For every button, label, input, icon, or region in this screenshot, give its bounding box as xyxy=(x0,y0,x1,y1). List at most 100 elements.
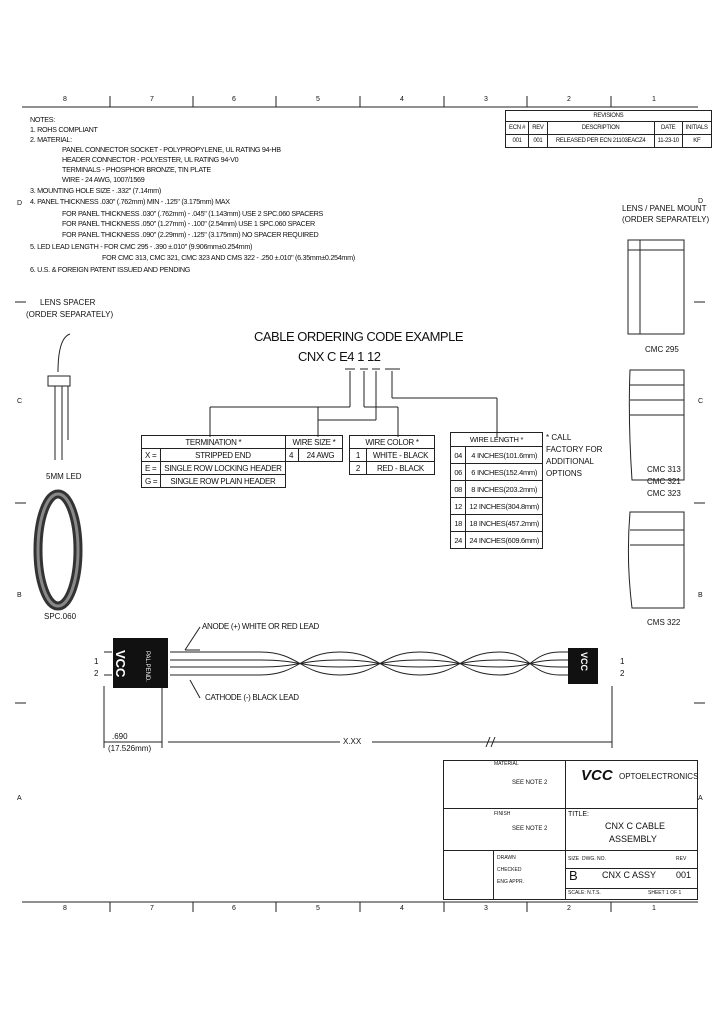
size-label: SIZE xyxy=(568,856,580,862)
termination-desc: SINGLE ROW PLAIN HEADER xyxy=(160,474,286,488)
wire-length-desc: 12 INCHES(304.8mm) xyxy=(465,497,543,515)
approved-label: ENG APPR. xyxy=(497,879,524,885)
zone-top-4: 4 xyxy=(400,96,404,103)
rev-col-rev: REV xyxy=(528,121,548,135)
ordering-title: CABLE ORDERING CODE EXAMPLE xyxy=(254,329,464,344)
pin-2-right: 2 xyxy=(620,669,625,678)
zone-left-a: A xyxy=(17,795,22,802)
rev-col-initials: INITIALS xyxy=(681,121,712,135)
note-line: FOR PANEL THICKNESS .050" (1.27mm) - .10… xyxy=(62,219,315,228)
drawing-title-2: ASSEMBLY xyxy=(609,834,657,844)
rev-value: 001 xyxy=(676,870,692,880)
rev-col-desc: DESCRIPTION xyxy=(546,121,655,135)
wire-length-desc: 8 INCHES(203.2mm) xyxy=(465,480,543,498)
dim-value: .690 xyxy=(112,732,128,741)
zone-bottom-4: 4 xyxy=(400,905,404,912)
finish-label: FINISH xyxy=(494,811,511,817)
zone-bottom-1: 1 xyxy=(652,905,656,912)
zone-top-8: 8 xyxy=(63,96,67,103)
wire-length-code: 18 xyxy=(449,514,467,532)
led-label: 5MM LED xyxy=(46,472,82,481)
call-note-1: * CALL xyxy=(546,433,572,442)
revisions-table: REVISIONS ECN # REV DESCRIPTION DATE INI… xyxy=(504,110,712,148)
company-name: OPTOELECTRONICS xyxy=(619,772,699,781)
lens-spacer-title: LENS SPACER xyxy=(40,298,96,307)
finish-note: SEE NOTE 2 xyxy=(512,826,548,832)
label-cmc-295: CMC 295 xyxy=(645,345,679,354)
code-wire-color: 1 xyxy=(357,349,364,364)
call-note-2: FACTORY FOR xyxy=(546,445,603,454)
rev-col-ecn: ECN # xyxy=(504,121,530,135)
code-termination: E xyxy=(339,349,348,364)
zone-bottom-6: 6 xyxy=(232,905,236,912)
wire-length-desc: 6 INCHES(152.4mm) xyxy=(465,463,543,481)
drawn-label: DRAWN xyxy=(497,855,516,861)
note-line: 1. ROHS COMPLIANT xyxy=(30,125,98,134)
code-wire-length: 12 xyxy=(366,349,381,364)
ordering-code: CNX C E4 1 12 xyxy=(298,349,381,364)
wire-size-header: WIRE SIZE * xyxy=(285,435,343,449)
call-note-4: OPTIONS xyxy=(546,469,583,478)
wire-color-header: WIRE COLOR * xyxy=(349,435,435,449)
lens-spacer-subtitle: (ORDER SEPARATELY) xyxy=(26,310,114,319)
rev-cell: RELEASED PER ECN 21103EACZ4 xyxy=(546,134,655,148)
title-block xyxy=(443,760,698,900)
code-wire-size: 4 xyxy=(347,349,354,364)
label-cmc-323: CMC 323 xyxy=(647,489,681,498)
zone-right-c: C xyxy=(698,398,704,405)
drawing-title-1: CNX C CABLE xyxy=(605,821,666,831)
cathode-label: CATHODE (-) BLACK LEAD xyxy=(205,693,299,702)
zone-left-c: C xyxy=(17,398,23,405)
connector-logo-right: VCC xyxy=(579,652,589,672)
label-cms-322: CMS 322 xyxy=(647,618,681,627)
zone-top-7: 7 xyxy=(150,96,154,103)
note-line: 4. PANEL THICKNESS .030" (.762mm) MIN - … xyxy=(30,197,230,206)
termination-desc: STRIPPED END xyxy=(160,448,286,462)
wire-color-desc: WHITE - BLACK xyxy=(366,448,435,462)
rev-label: REV xyxy=(676,856,687,862)
note-line: HEADER CONNECTOR - POLYESTER, UL RATING … xyxy=(62,155,239,164)
zone-bottom-5: 5 xyxy=(316,905,320,912)
call-note-3: ADDITIONAL xyxy=(546,457,595,466)
zone-bottom-8: 8 xyxy=(63,905,67,912)
pin-1-right: 1 xyxy=(620,657,625,666)
checked-label: CHECKED xyxy=(497,867,522,873)
termination-code: E = xyxy=(140,461,162,475)
termination-desc: SINGLE ROW LOCKING HEADER xyxy=(160,461,286,475)
zone-top-2: 2 xyxy=(567,96,571,103)
wire-length-code: 12 xyxy=(449,497,467,515)
wire-length-desc: 24 INCHES(609.6mm) xyxy=(465,531,543,549)
note-line: 6. U.S. & FOREIGN PATENT ISSUED AND PEND… xyxy=(30,265,191,274)
wire-color-desc: RED - BLACK xyxy=(366,461,435,475)
zone-bottom-7: 7 xyxy=(150,905,154,912)
rev-cell: 001 xyxy=(504,134,530,148)
zone-top-6: 6 xyxy=(232,96,236,103)
zone-top-3: 3 xyxy=(484,96,488,103)
connector-patent-mark: PAL.PEND. xyxy=(144,651,150,682)
wire-size-desc: 24 AWG xyxy=(298,448,343,462)
wire-color-code: 1 xyxy=(349,448,367,462)
material-label: MATERIAL xyxy=(494,761,519,767)
zone-left-b: B xyxy=(17,592,22,599)
termination-table: TERMINATION * X =STRIPPED END E =SINGLE … xyxy=(140,435,286,488)
wire-length-header: WIRE LENGTH * xyxy=(450,432,543,447)
wire-length-code: 08 xyxy=(449,480,467,498)
material-note: SEE NOTE 2 xyxy=(512,780,548,786)
zone-top-1: 1 xyxy=(652,96,656,103)
zone-right-b: B xyxy=(698,592,703,599)
zone-top-5: 5 xyxy=(316,96,320,103)
scale-label: SCALE: N.T.S. xyxy=(568,890,601,896)
notes-header: NOTES: xyxy=(30,115,55,124)
label-cmc-313: CMC 313 xyxy=(647,465,681,474)
wire-length-code: 04 xyxy=(449,446,467,464)
note-line: 2. MATERIAL: xyxy=(30,135,72,144)
label-cmc-321: CMC 321 xyxy=(647,477,681,486)
note-line: FOR CMC 313, CMC 321, CMC 323 AND CMS 32… xyxy=(102,253,355,262)
zone-right-a: A xyxy=(698,795,703,802)
termination-header: TERMINATION * xyxy=(141,435,286,449)
zone-bottom-2: 2 xyxy=(567,905,571,912)
dim-mm: (17.526mm) xyxy=(108,744,152,753)
